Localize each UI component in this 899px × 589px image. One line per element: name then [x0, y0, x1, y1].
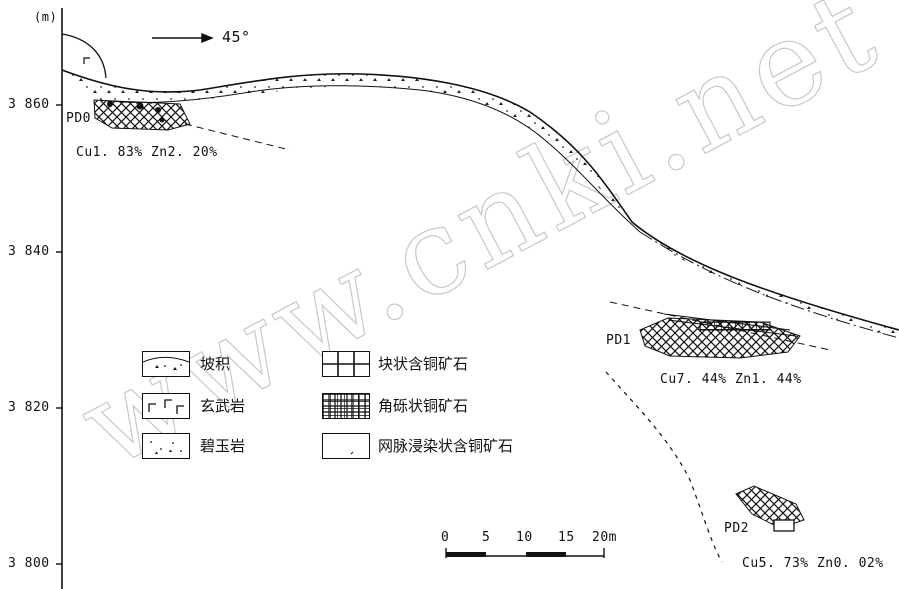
legend-label: 角砾状铜矿石	[378, 397, 469, 415]
axis-tick-label: 3 820	[8, 400, 50, 415]
axis-tick-label: 3 860	[8, 97, 50, 112]
watermark-text: www.cnki.net	[58, 0, 899, 495]
shaft-label-pd0: PD0	[66, 111, 91, 126]
legend-label: 块状含铜矿石	[378, 355, 469, 373]
contact-line-lower	[605, 371, 723, 563]
basalt-body-outline	[61, 33, 107, 79]
basalt-pattern-icon	[142, 393, 190, 419]
direction-label: 45°	[222, 28, 251, 46]
slope-deposit-band	[62, 70, 899, 338]
scale-tick-label: 10	[516, 530, 533, 545]
axis-tick-label: 3 840	[8, 244, 50, 259]
contact-line-left	[184, 123, 291, 151]
slope-deposit-base-line	[99, 85, 641, 233]
legend-label: 网脉浸染状含铜矿石	[378, 437, 514, 455]
direction-arrow	[152, 32, 214, 44]
scale-tick-label: 20m	[592, 530, 617, 545]
legend-label: 玄武岩	[200, 397, 246, 415]
legend-label: 碧玉岩	[200, 437, 246, 455]
slope-deposit-base-dashed	[639, 231, 899, 339]
scale-tick-label: 0	[441, 530, 450, 545]
scale-bar	[445, 548, 605, 558]
massive-cu-ore-pattern-icon	[322, 351, 370, 377]
axis-tick-label: 3 800	[8, 556, 50, 571]
assay-label-pd1: Cu7. 44% Zn1. 44%	[660, 372, 802, 387]
pd2-ore-body	[735, 485, 805, 529]
axis-unit-label: (m)	[34, 10, 58, 24]
axis-tick-marks	[56, 104, 62, 565]
pd1-massive-ore-lenses	[663, 313, 797, 337]
assay-label-pd2: Cu5. 73% Zn0. 02%	[742, 556, 884, 571]
legend-label: 坡积	[200, 355, 231, 373]
scale-tick-label: 5	[482, 530, 491, 545]
jasperite-pattern-icon	[142, 433, 190, 459]
ground-surface-line	[61, 69, 899, 331]
pd0-massive-ore-blobs	[107, 101, 165, 123]
pd0-ore-body	[93, 99, 191, 131]
shaft-label-pd1: PD1	[606, 333, 631, 348]
shaft-label-pd2: PD2	[724, 521, 749, 536]
stockwork-disseminated-cu-ore-pattern-icon	[322, 433, 370, 459]
breccia-cu-ore-pattern-icon	[322, 393, 370, 419]
scale-tick-label: 15	[558, 530, 575, 545]
basalt-body-symbol	[83, 57, 90, 64]
assay-label-pd0: Cu1. 83% Zn2. 20%	[76, 145, 218, 160]
pd2-adit-box	[773, 519, 795, 532]
slope-deposit-pattern-icon	[142, 351, 190, 377]
